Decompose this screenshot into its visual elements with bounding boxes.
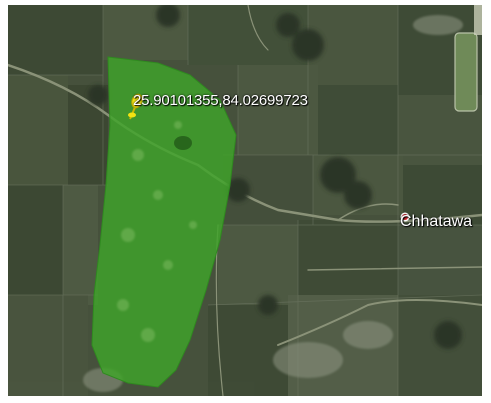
yellow-pushpin-icon[interactable]	[128, 93, 144, 120]
highlight-texture	[117, 121, 197, 342]
road-edge	[474, 5, 482, 35]
place-label-chhatawa[interactable]: Chhatawa	[400, 213, 473, 230]
satellite-map[interactable]	[8, 5, 482, 396]
farm-fields	[8, 5, 482, 396]
tree-clusters	[88, 5, 462, 349]
sports-field	[454, 32, 478, 112]
pond	[174, 136, 192, 150]
settlements	[83, 15, 463, 392]
pin-coordinate-label: 25.90101355,84.02699723	[133, 92, 308, 109]
map-imagery	[8, 5, 482, 396]
red-place-dot-icon[interactable]	[400, 212, 410, 222]
